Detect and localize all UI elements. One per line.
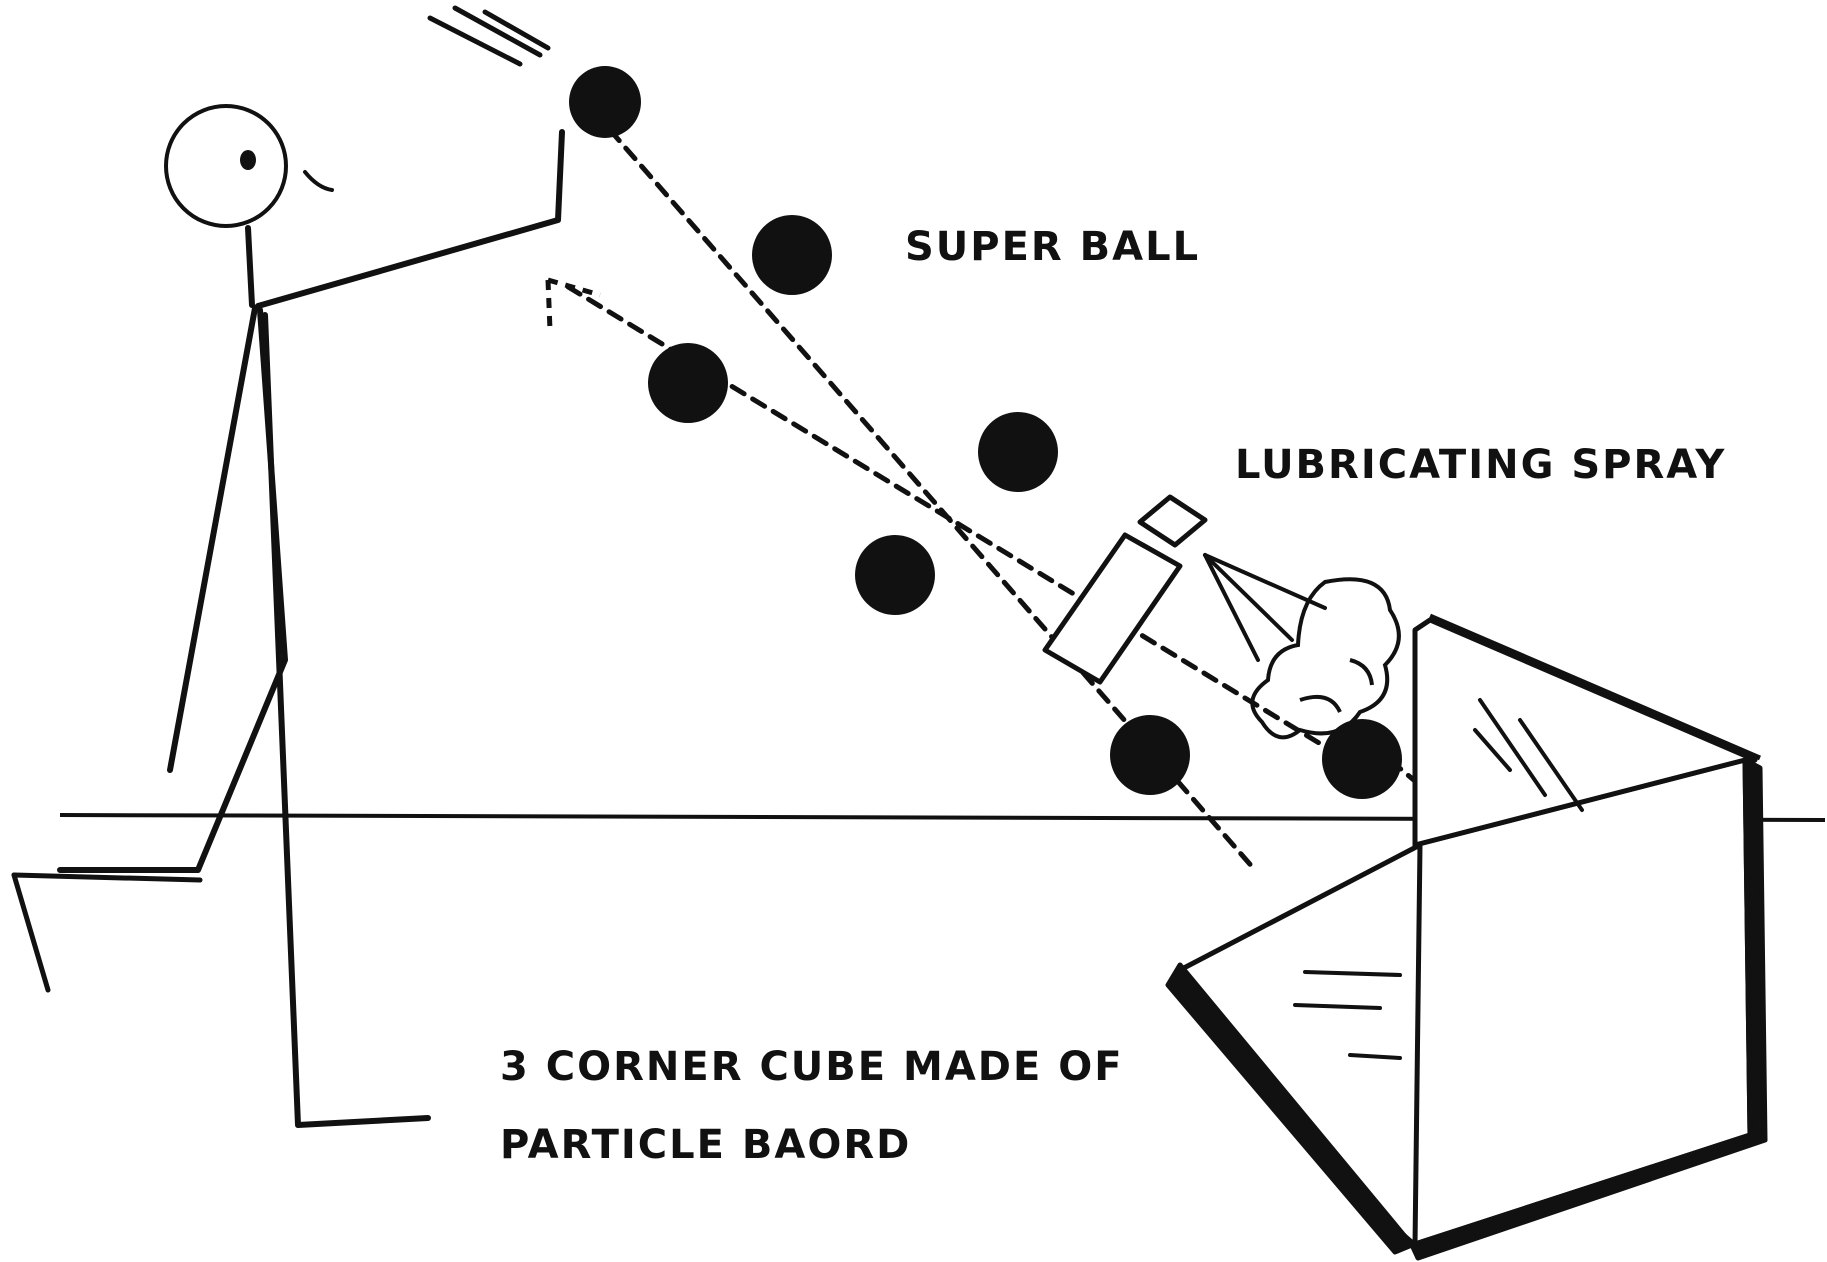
spray-cone [1203, 553, 1327, 662]
cube-bottom-edge [1409, 1132, 1768, 1261]
label-lubricating-spray: LUBRICATING SPRAY [1235, 442, 1726, 488]
stick-figure [57, 104, 565, 1128]
figure-other-arm [167, 305, 258, 773]
figure-eye [240, 150, 256, 170]
figure-nose [303, 170, 334, 192]
spray-can [1042, 494, 1208, 685]
ball-1 [569, 66, 641, 138]
label-cube-line-1: 3 CORNER CUBE MADE OF [500, 1044, 1124, 1090]
ball-4 [978, 412, 1058, 492]
cube-right-edge [1742, 757, 1768, 1143]
ball-2 [752, 215, 832, 295]
figure-throwing-arm [255, 129, 565, 309]
cube-top-edge [1429, 613, 1761, 761]
ball-6 [1110, 715, 1190, 795]
spray-can-cap [1137, 494, 1208, 548]
spray-can-body [1042, 532, 1183, 685]
throw-motion-lines [427, 5, 551, 67]
spray-cloud [1250, 577, 1401, 740]
label-cube-line-2: PARTICLE BAORD [500, 1122, 911, 1168]
ball-3 [648, 343, 728, 423]
cube-impact-lines [1293, 698, 1584, 1060]
figure-neck [245, 225, 255, 308]
figure-leg-straight [262, 312, 431, 1128]
corner-cube [1165, 613, 1768, 1261]
ball-7 [1322, 719, 1402, 799]
cube-back-panel [1412, 617, 1758, 848]
return-arrow-head [545, 277, 601, 331]
step-platform [11, 872, 203, 993]
label-super-ball: SUPER BALL [905, 224, 1200, 270]
figure-head [164, 104, 288, 228]
ball-5 [855, 535, 935, 615]
cube-left-edge [1165, 962, 1415, 1255]
